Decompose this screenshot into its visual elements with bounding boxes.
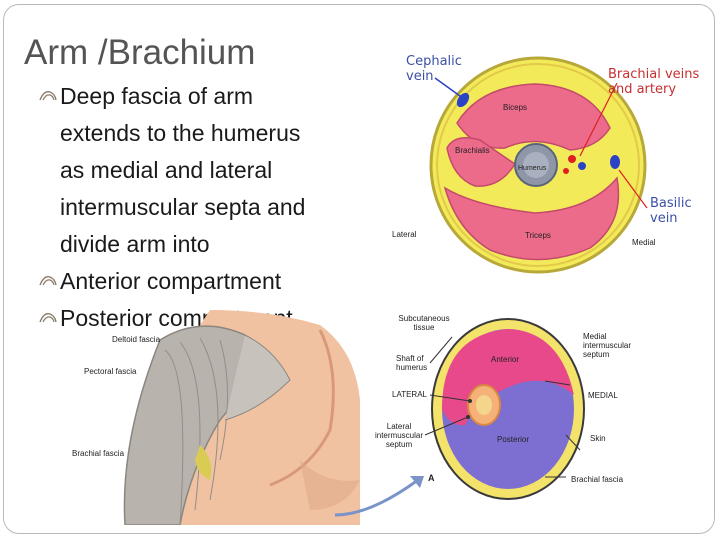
bullet-item-anterior: Anterior compartment [38, 263, 368, 300]
compartments-cross-section-illustration [424, 318, 585, 500]
label-basilic-vein: Basilic vein [650, 196, 692, 226]
shoulder-fascia-illustration [123, 310, 360, 525]
label-shaft-of-humerus: Shaft of humerus [396, 354, 428, 372]
bullet-line: divide arm into [60, 231, 210, 257]
label-lateral-bottom: LATERAL [392, 390, 427, 399]
arrow-icon [334, 476, 424, 517]
label-biceps: Biceps [503, 103, 528, 112]
bullet-item-deep-fascia: Deep fascia of arm extends to the humeru… [38, 78, 368, 263]
bullet-line: extends to the humerus [60, 120, 301, 146]
label-brachial-veins: Brachial veins and artery [608, 67, 700, 97]
label-medial-bottom: MEDIAL [588, 391, 618, 400]
slide-title: Arm /Brachium [24, 33, 256, 72]
label-lateral-septum: Lateral intermuscular septum [374, 422, 423, 449]
bullet-line: Anterior compartment [60, 268, 282, 294]
label-brachial-fascia-left: Brachial fascia [72, 449, 125, 458]
bullet-line: Deep fascia of arm [60, 83, 254, 109]
label-anterior: Anterior [491, 355, 520, 364]
label-brachialis: Brachialis [455, 146, 490, 155]
label-medial-septum: Medial intermuscular septum [583, 332, 632, 359]
label-deltoid-fascia: Deltoid fascia [112, 335, 161, 344]
label-cephalic-vein: Cephalic vein [406, 54, 462, 84]
bullet-icon [39, 90, 57, 101]
arm-cross-section-illustration [429, 56, 648, 274]
label-medial: Medial [632, 238, 656, 247]
bullet-list: Deep fascia of arm extends to the humeru… [38, 78, 368, 337]
label-lateral: Lateral [392, 230, 417, 239]
label-posterior: Posterior [497, 435, 530, 444]
label-figure-letter: A [428, 473, 435, 483]
label-pectoral-fascia: Pectoral fascia [84, 367, 137, 376]
label-skin: Skin [590, 434, 606, 443]
label-humerus: Humerus [518, 165, 547, 172]
bullet-line: as medial and lateral [60, 157, 273, 183]
bullet-icon [39, 312, 57, 323]
label-subcutaneous-tissue: Subcutaneous tissue [398, 314, 450, 332]
bullet-icon [39, 275, 57, 286]
label-triceps: Triceps [525, 231, 551, 240]
bullet-line: intermuscular septa and [60, 194, 306, 220]
label-brachial-fascia-right: Brachial fascia [571, 475, 624, 484]
